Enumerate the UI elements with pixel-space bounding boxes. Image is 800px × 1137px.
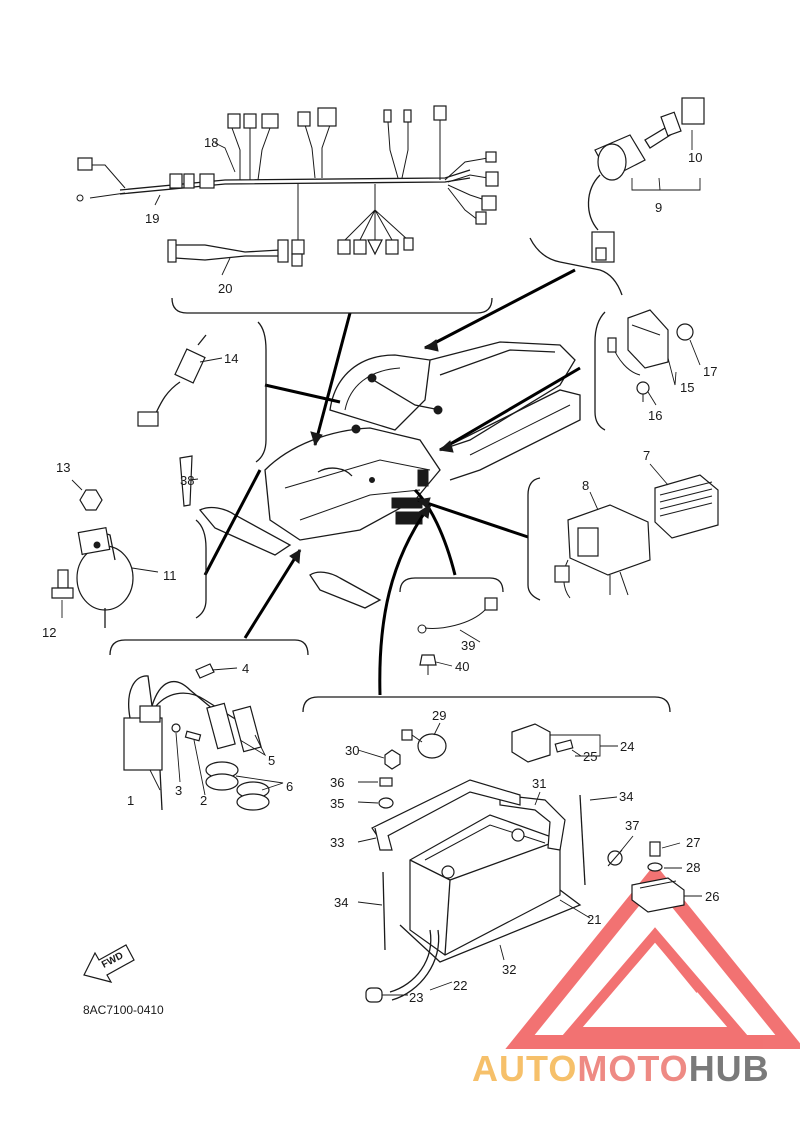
callout-37: 37 [625, 818, 639, 833]
drawing-code: 8AC7100-0410 [83, 1003, 164, 1017]
callout-39: 39 [461, 638, 475, 653]
callout-34b: 34 [334, 895, 348, 910]
section-leaders [203, 268, 581, 696]
section-brackets [109, 237, 671, 713]
callout-26: 26 [705, 889, 719, 904]
ignition-coil [123, 663, 270, 811]
snowmobile-body [198, 341, 581, 609]
callout-17: 17 [703, 364, 717, 379]
callout-34a: 34 [619, 789, 633, 804]
horn-assembly [51, 489, 134, 628]
rectifier-regulator [554, 474, 719, 599]
callout-16: 16 [648, 408, 662, 423]
callout-15: 15 [680, 380, 694, 395]
callout-5: 5 [268, 753, 275, 768]
callout-6: 6 [286, 779, 293, 794]
callout-18: 18 [204, 135, 218, 150]
callout-36: 36 [330, 775, 344, 790]
battery-assembly [365, 723, 685, 1003]
callout-29: 29 [432, 708, 446, 723]
forward-arrow-icon [83, 944, 135, 983]
watermark-hub: HUB [688, 1048, 770, 1089]
callout-8: 8 [582, 478, 589, 493]
wire-harness [76, 105, 499, 267]
callout-40: 40 [455, 659, 469, 674]
callout-27: 27 [686, 835, 700, 850]
callout-10: 10 [688, 150, 702, 165]
callout-24: 24 [620, 739, 634, 754]
callout-38: 38 [180, 473, 194, 488]
callout-31: 31 [532, 776, 546, 791]
callout-1: 1 [127, 793, 134, 808]
band [179, 455, 193, 507]
callout-25: 25 [583, 749, 597, 764]
callout-33: 33 [330, 835, 344, 850]
watermark-moto: MOTO [577, 1048, 689, 1089]
callout-32: 32 [502, 962, 516, 977]
callout-2: 2 [200, 793, 207, 808]
cdi-unit [607, 309, 694, 402]
callout-23: 23 [409, 990, 423, 1005]
callout-3: 3 [175, 783, 182, 798]
callout-4: 4 [242, 661, 249, 676]
callout-30: 30 [345, 743, 359, 758]
main-switch-assembly [587, 97, 705, 263]
callout-leaders [61, 130, 702, 996]
callout-22: 22 [453, 978, 467, 993]
stop-switch [137, 334, 207, 427]
watermark-triangle [505, 863, 800, 1049]
sensor-lead [417, 597, 498, 675]
callout-14: 14 [224, 351, 238, 366]
watermark-logo: AUTOMOTOHUB [472, 1048, 770, 1090]
callout-19: 19 [145, 211, 159, 226]
callout-35: 35 [330, 796, 344, 811]
callout-13: 13 [56, 460, 70, 475]
callout-28: 28 [686, 860, 700, 875]
callout-7: 7 [643, 448, 650, 463]
watermark-auto: AUTO [472, 1048, 578, 1089]
callout-11: 11 [163, 568, 177, 583]
callout-numbers: 10 9 18 19 20 14 17 15 16 7 8 13 38 11 1… [42, 135, 719, 1005]
callout-9: 9 [655, 200, 662, 215]
callout-12: 12 [42, 625, 56, 640]
callout-20: 20 [218, 281, 232, 296]
callout-21: 21 [587, 912, 601, 927]
